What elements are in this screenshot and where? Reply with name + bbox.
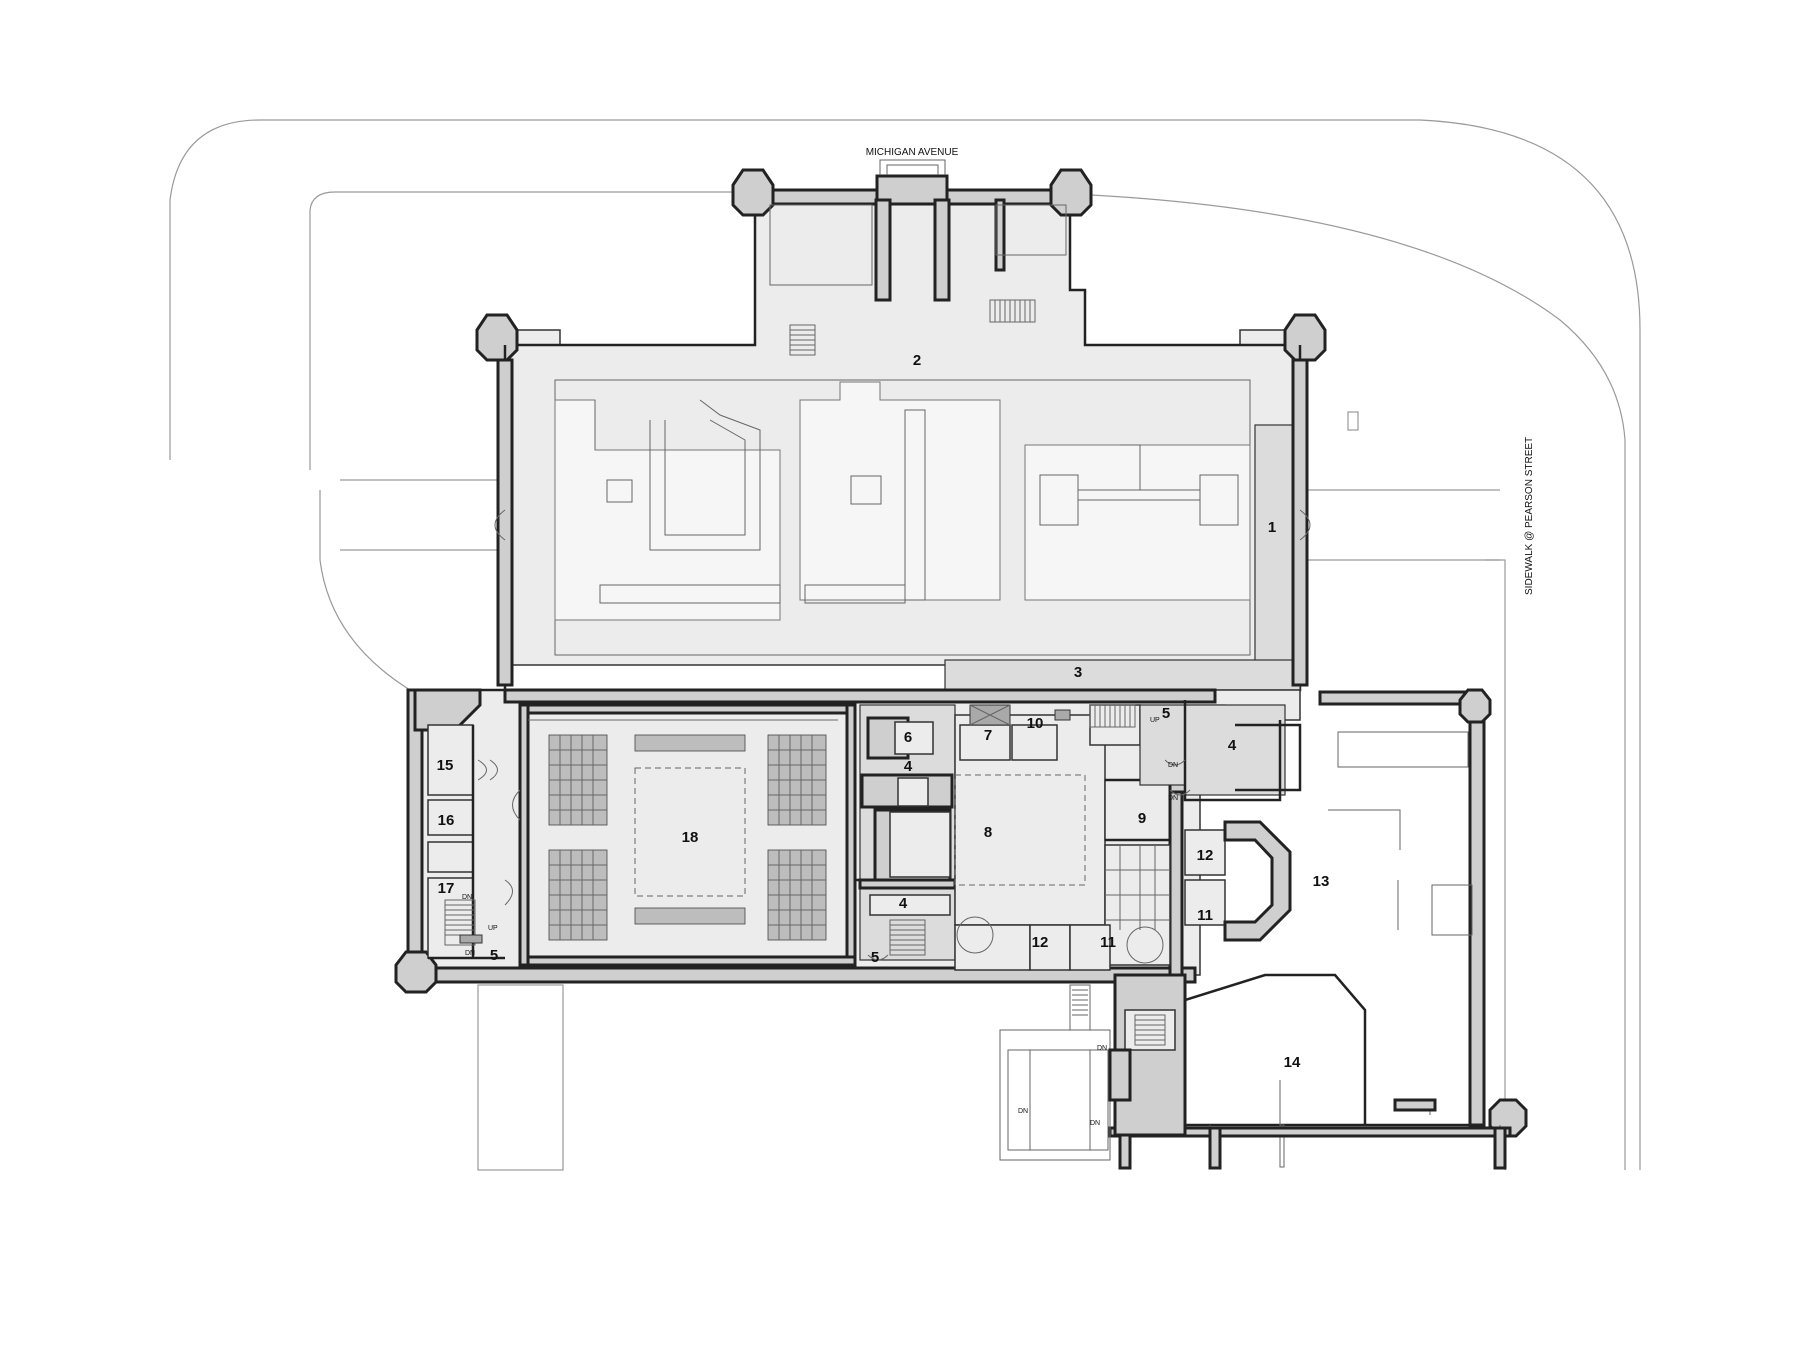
- room-label-15: 15: [437, 757, 454, 774]
- room-label-5: 5: [871, 949, 879, 966]
- room-label-16: 16: [438, 812, 455, 829]
- room-label-17: 17: [438, 880, 455, 897]
- room-label-13: 13: [1313, 873, 1330, 890]
- room-label-1: 1: [1268, 519, 1276, 536]
- room-label-12: 12: [1032, 934, 1049, 951]
- south-stair: [1134, 1014, 1166, 1046]
- room-label-3: 3: [1074, 664, 1082, 681]
- room-label-7: 7: [984, 727, 992, 744]
- street-pearson-sidewalk: SIDEWALK @ PEARSON STREET: [1524, 437, 1535, 595]
- room-label-6: 6: [904, 729, 912, 746]
- stair-down-mark: DN: [1097, 1045, 1107, 1052]
- room-label-5: 5: [490, 947, 498, 964]
- room-label-8: 8: [984, 824, 992, 841]
- room-label-18: 18: [682, 829, 699, 846]
- room-labels: 1 2 3 4 4 4 4 5 5 5 6 7 8 9 10 11 11 12 …: [437, 352, 1330, 1071]
- room-label-4: 4: [1228, 737, 1237, 754]
- room-label-12: 12: [1197, 847, 1214, 864]
- room-label-14: 14: [1284, 1054, 1301, 1071]
- room-label-11: 11: [1197, 907, 1213, 924]
- east-rooms: [1235, 723, 1302, 792]
- west-stair: [444, 899, 483, 946]
- room-label-9: 9: [1138, 810, 1146, 827]
- room-label-11: 11: [1100, 934, 1116, 951]
- stair-down-mark: DN: [465, 950, 475, 957]
- seating: [548, 734, 827, 941]
- stair-down-mark: DN: [1168, 795, 1178, 802]
- mid-stair: [889, 919, 926, 956]
- entry-stair: [789, 299, 1036, 356]
- stair-down-mark: DN: [1018, 1108, 1028, 1115]
- street-labels: MICHIGAN AVENUE SIDEWALK @ PEARSON STREE…: [866, 147, 1535, 595]
- east-stair: [1089, 704, 1136, 728]
- south-projections: [999, 973, 1187, 1161]
- stair-up-mark: UP: [1150, 717, 1160, 724]
- stair-up-mark: UP: [488, 925, 498, 932]
- main-hall: [494, 345, 1311, 692]
- room-label-5: 5: [1162, 705, 1170, 722]
- room-label-2: 2: [913, 352, 921, 369]
- room-label-10: 10: [1027, 715, 1044, 732]
- street-michigan-avenue: MICHIGAN AVENUE: [866, 147, 959, 158]
- stair-marks: UP DN DN UP DN DN DN DN DN: [462, 717, 1178, 1127]
- site-outline: [169, 119, 1641, 1171]
- stair-down-mark: DN: [462, 894, 472, 901]
- lower-block: [394, 688, 1301, 994]
- pump-equipment: [554, 381, 1251, 621]
- room-label-4: 4: [904, 758, 913, 775]
- stair-down-mark: DN: [1090, 1120, 1100, 1127]
- stair-down-mark: DN: [1168, 762, 1178, 769]
- room-label-4: 4: [899, 895, 908, 912]
